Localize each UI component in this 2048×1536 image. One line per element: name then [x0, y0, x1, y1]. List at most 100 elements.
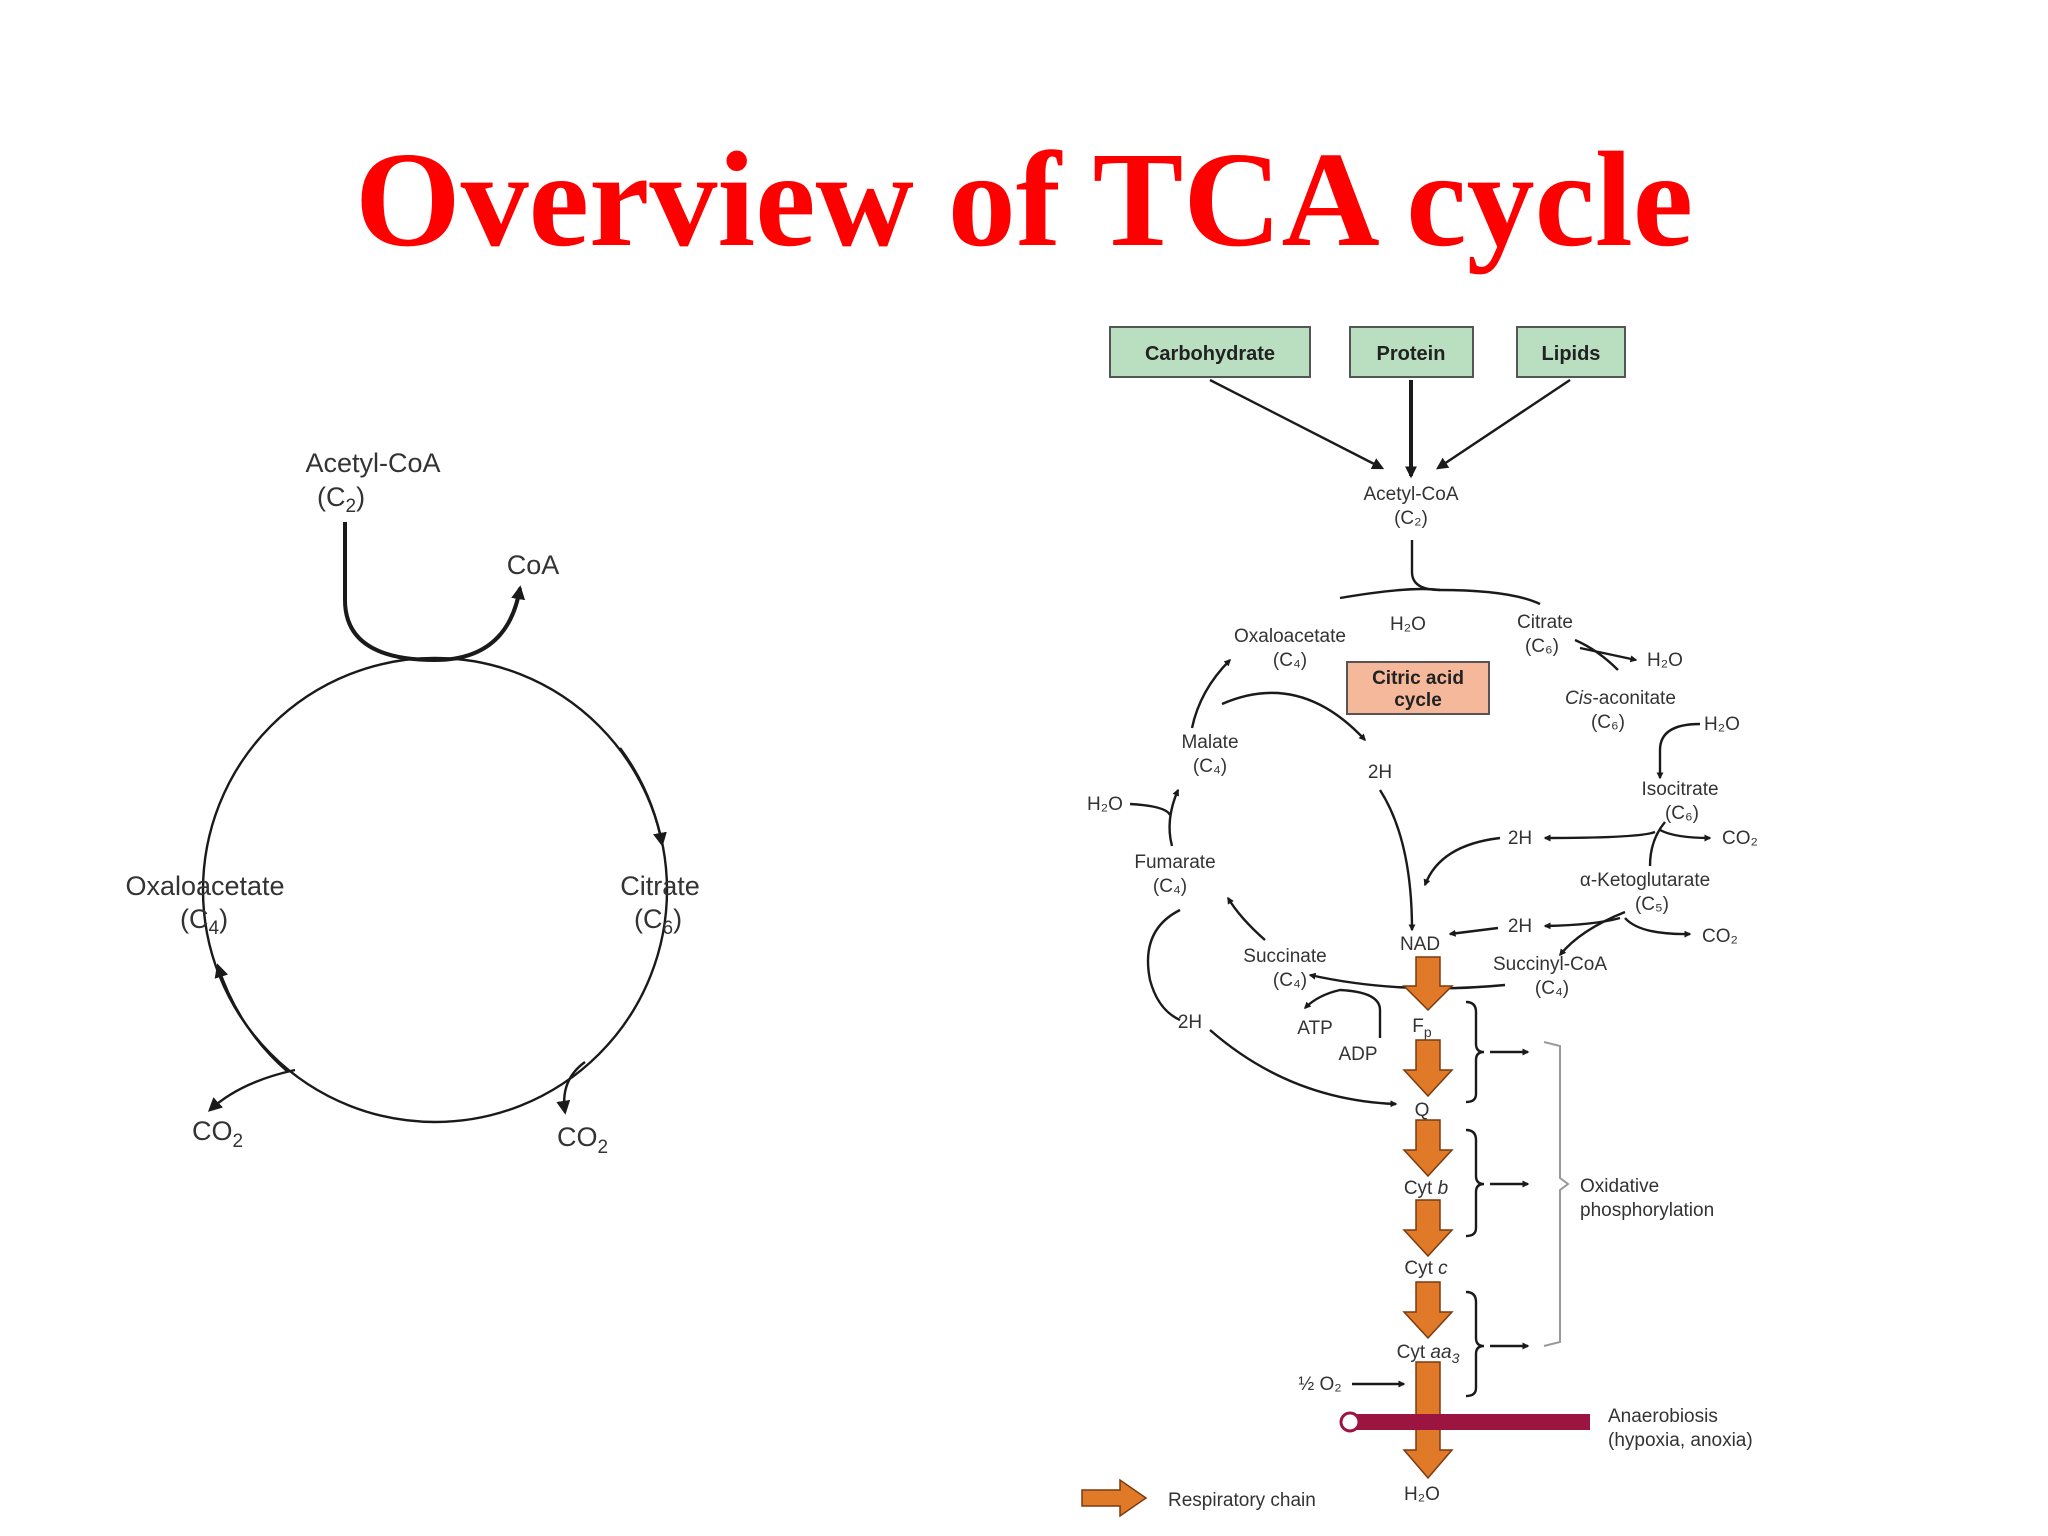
carbohydrate-box	[1109, 326, 1311, 378]
oxaloacetate-label: Oxaloacetate	[125, 871, 284, 901]
fp-to-q-arrow	[1402, 1039, 1454, 1098]
malate-2h-arrow	[1221, 691, 1366, 742]
succinate-carbons: (C₄)	[1273, 970, 1307, 991]
co2-left-label: CO2	[192, 1116, 243, 1152]
cytc-to-cytaa3-arrow	[1402, 1281, 1454, 1340]
isocitrate-to-akg	[1648, 821, 1666, 867]
fumarate-to-malate	[1168, 788, 1180, 847]
cyt-c-label: Cyt c	[1404, 1258, 1448, 1279]
q-label: Q	[1415, 1100, 1430, 1121]
ketoglutarate-label: α-Ketoglutarate	[1580, 870, 1710, 891]
h2o-fumarase-label: H₂O	[1087, 794, 1123, 815]
oxaloacetate-to-citrate-curve	[1339, 587, 1441, 600]
adp-label: ADP	[1338, 1044, 1377, 1065]
page-title: Overview of TCA cycle	[354, 125, 1694, 275]
h2o-final-label: H₂O	[1404, 1484, 1440, 1505]
h2o-top-label: H₂O	[1390, 614, 1426, 635]
h2o-added-label: H₂O	[1704, 714, 1740, 735]
nad-to-fp-arrow	[1402, 956, 1454, 1012]
cyt-aa3-label: Cyt aa3	[1397, 1342, 1460, 1366]
malate-to-oxaloacetate	[1190, 659, 1231, 729]
akg-to-succinyl	[1559, 910, 1626, 957]
anaerobiosis-bar-end	[1339, 1411, 1361, 1433]
acetyl-to-citrate-curve	[1410, 540, 1541, 606]
fumarate-carbons: (C₄)	[1153, 876, 1187, 897]
cycle-arrow-left	[214, 963, 289, 1073]
isocitrate-2h-arrow	[1543, 830, 1656, 842]
anaerobiosis-label: Anaerobiosis	[1608, 1406, 1718, 1427]
acetyl-coa-label: Acetyl-CoA	[305, 448, 440, 478]
legend-arrow	[1081, 1478, 1148, 1518]
succinate-2h-label: 2H	[1178, 1012, 1202, 1033]
coa-label: CoA	[507, 550, 560, 580]
citrate-detail-label: Citrate	[1517, 612, 1573, 633]
acetyl-coa-detail-carbons: (C₂)	[1394, 508, 1428, 529]
2h-to-nad-lower	[1448, 926, 1499, 937]
malate-label: Malate	[1181, 732, 1238, 753]
acetyl-coa-detail-label: Acetyl-CoA	[1363, 484, 1458, 505]
akg-co2-arrow	[1624, 917, 1692, 938]
co2-right-label: CO2	[557, 1122, 608, 1158]
protein-box	[1349, 326, 1474, 378]
isocitrate-label: Isocitrate	[1641, 779, 1718, 800]
protein-label: Protein	[1377, 343, 1446, 365]
lipids-box	[1516, 326, 1626, 378]
co2-right-arrow	[556, 1061, 586, 1115]
2h-to-nad-upper	[1423, 836, 1501, 887]
h2o-released-label: H₂O	[1647, 650, 1683, 671]
cis-aconitate-carbons: (C₆)	[1591, 712, 1625, 733]
succinyl-coa-carbons: (C₄)	[1535, 978, 1569, 999]
anaerobiosis-bar	[1348, 1414, 1590, 1430]
brace-1	[1465, 1000, 1485, 1104]
cytb-to-cytc-arrow	[1402, 1199, 1454, 1258]
succinyl-to-succinate	[1308, 972, 1506, 990]
cyt-b-label: Cyt b	[1404, 1178, 1448, 1199]
acetyl-coa-carbons: (C2)	[317, 482, 365, 517]
oxaloacetate-carbons: (C4)	[180, 904, 228, 939]
legend-label: Respiratory chain	[1168, 1490, 1316, 1511]
akg-2h-label: 2H	[1508, 916, 1532, 937]
co2-left-arrow	[207, 1068, 296, 1112]
adp-atp-arrow	[1304, 988, 1382, 1038]
malate-2h-label: 2H	[1368, 762, 1392, 783]
h2o-to-malate	[1129, 802, 1172, 816]
atp-label: ATP	[1297, 1018, 1333, 1039]
half-o2-label: ½ O₂	[1298, 1374, 1341, 1395]
fumarate-label: Fumarate	[1134, 852, 1215, 873]
oxidative-bracket	[1543, 1041, 1570, 1347]
isocitrate-co2-label: CO₂	[1722, 828, 1758, 849]
oxidative-label: Oxidative	[1580, 1176, 1659, 1197]
fumarate-2h-loop	[1146, 908, 1181, 1022]
h2o-in-to-isocitrate	[1656, 722, 1701, 780]
citrate-label: Citrate	[620, 871, 700, 901]
carbohydrate-label: Carbohydrate	[1145, 343, 1275, 365]
lipids-arrow	[1436, 379, 1571, 470]
citric-acid-cycle-box	[1346, 661, 1490, 715]
brace-2	[1465, 1128, 1485, 1238]
h2o-out-arrow	[1579, 646, 1638, 663]
anaerobiosis-sub-label: (hypoxia, anoxia)	[1608, 1430, 1753, 1451]
cycle-arrow-right	[619, 747, 667, 847]
citrate-carbons: (C6)	[634, 904, 682, 939]
succinate-to-fumarate	[1226, 896, 1266, 941]
akg-co2-label: CO₂	[1702, 926, 1738, 947]
carbohydrate-arrow	[1209, 378, 1385, 470]
oxaloacetate-detail-label: Oxaloacetate	[1234, 626, 1346, 647]
q-to-cytb-arrow	[1402, 1119, 1454, 1178]
2h-to-q-arrow	[1209, 1029, 1398, 1108]
fp-label: Fp	[1412, 1016, 1432, 1040]
cycle-box-label-2: cycle	[1394, 690, 1442, 711]
succinyl-coa-label: Succinyl-CoA	[1493, 954, 1607, 975]
oxaloacetate-detail-carbons: (C₄)	[1273, 650, 1307, 671]
isocitrate-2h-label: 2H	[1508, 828, 1532, 849]
simple-cycle: Acetyl-CoA (C2) CoA Oxaloacetate (C4) Ci…	[125, 448, 699, 1158]
isocitrate-carbons: (C₆)	[1665, 803, 1699, 824]
cis-aconitate-label: Cis-aconitate	[1565, 688, 1676, 709]
acetyl-coa-entry-arrow	[343, 522, 526, 663]
succinate-label: Succinate	[1243, 946, 1326, 967]
brace-3	[1465, 1290, 1485, 1398]
detailed-diagram: Carbohydrate Protein Lipids Acetyl-CoA (…	[1081, 326, 1758, 1518]
lipids-label: Lipids	[1542, 343, 1601, 365]
isocitrate-co2-arrow	[1659, 828, 1712, 842]
